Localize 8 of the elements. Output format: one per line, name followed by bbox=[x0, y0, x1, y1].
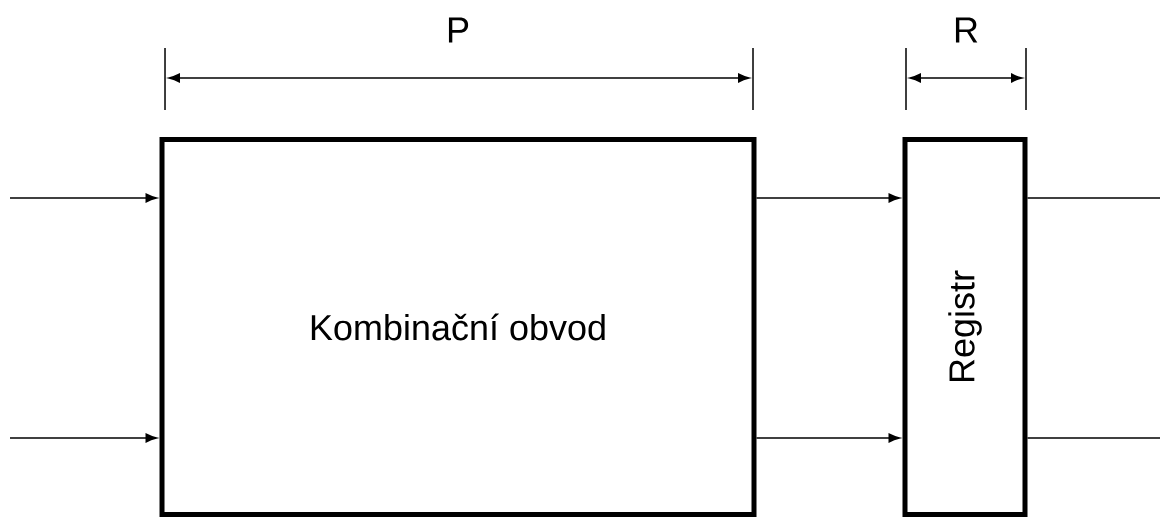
dimension-label: R bbox=[955, 17, 978, 43]
register-box: Registr bbox=[902, 137, 1028, 517]
circuit-box: Kombinační obvod bbox=[159, 137, 757, 517]
arrow bbox=[9, 193, 157, 203]
arrow bbox=[755, 433, 900, 443]
arrow bbox=[755, 193, 900, 203]
dimension-label: P bbox=[448, 17, 469, 43]
arrow bbox=[9, 433, 157, 443]
